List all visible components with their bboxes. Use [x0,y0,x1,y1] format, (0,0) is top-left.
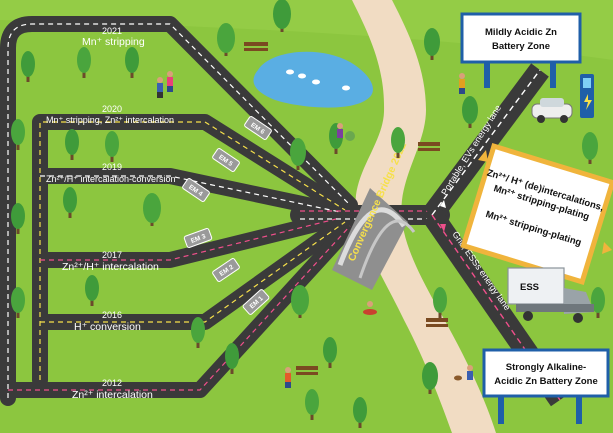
sign-mechanisms: Zn²⁺/ H⁺ (de)intercalations, Mn²⁺ stripp… [460,143,613,285]
road-label-2016: H⁺ conversion [74,321,141,333]
sign-strongly-alkaline: Strongly Alkaline- Acidic Zn Battery Zon… [482,348,610,424]
em-car: EM 2 [212,258,240,282]
em-car: EM 4 [182,178,210,202]
electric-car [531,98,573,123]
tree [217,23,235,56]
road-year-2021: 2021 [102,26,122,36]
tree [191,317,205,348]
tree [391,127,405,158]
walking-path [352,0,496,433]
bench [296,372,318,375]
road-label-2012: Zn²⁺ intercalation [72,389,153,401]
road-labels: 2021 Mn⁺ stripping 2020 Mn⁺ stripping, Z… [46,26,176,401]
bridge-arch [337,207,407,266]
sign-mildly-acidic: Mildly Acidic Zn Battery Zone [460,12,582,88]
sign-top-line2: Battery Zone [492,41,550,52]
road-year-2016: 2016 [102,310,122,320]
tree [424,28,440,60]
em-cars: EM 6 EM 5 EM 4 EM 3 EM 2 EM 1 [182,116,272,315]
bench [418,148,440,151]
tree [77,47,91,78]
em-car: EM 3 [183,227,213,249]
tree [11,203,25,234]
road-year-2017: 2017 [102,250,122,260]
road-year-2020: 2020 [102,104,122,114]
bench [426,318,448,322]
tree [305,389,319,420]
bench [296,366,318,370]
tree [63,187,77,218]
person-walker [285,367,291,388]
tree [290,138,306,170]
road-label-2021: Mn⁺ stripping [82,36,145,48]
svg-text:EM 3: EM 3 [190,233,207,245]
road-year-2019: 2019 [102,162,122,172]
tree [65,129,79,160]
bench [418,142,440,146]
tree [143,193,161,226]
ess-truck: ESS [507,267,594,323]
road-label-2020: Mn⁺ stripping, Zn²⁺ intercalation [46,115,174,125]
tree [85,275,99,306]
tree [353,397,367,428]
lane-markings [7,23,440,398]
person-runner [167,71,173,92]
grass-patch [0,0,613,60]
em-car: EM 5 [212,148,240,172]
sign-bottom-line2: Acidic Zn Battery Zone [494,376,597,387]
swans [286,69,350,91]
road-label-2017: Zn²⁺/H⁺ intercalation [62,261,159,273]
tree [225,343,239,374]
tree [21,51,35,82]
bench [244,48,268,51]
pond [253,51,373,108]
bench [426,324,448,327]
tree [323,337,337,368]
tree [422,362,438,394]
charger-station [580,74,594,118]
tree [582,132,598,164]
tree [433,287,447,318]
tree [591,287,605,318]
sign-bottom-line1: Strongly Alkaline- [506,362,586,373]
tree [273,0,291,32]
tree [11,119,25,150]
tree [462,96,478,128]
benches [244,42,448,375]
road-label-2019: Zn²⁺/H⁺ intercalation-conversion [46,174,176,184]
sign-top-line1: Mildly Acidic Zn [485,27,557,38]
road-year-2012: 2012 [102,378,122,388]
tree [291,285,309,318]
person-walker [459,73,465,94]
bench [244,42,268,46]
people [157,71,473,388]
person-dog-walker [454,365,473,381]
truck-label: ESS [520,282,539,293]
right-lane-dashes [431,69,561,401]
tree [105,131,119,162]
bridge-arch-back [358,219,416,279]
tree [125,47,139,78]
em-car: EM 6 [244,116,272,140]
lane-arrows [440,200,446,232]
person-stroller [337,123,355,141]
lightning-icon [584,94,592,110]
person-runner [157,77,163,98]
person-sitting [363,301,377,315]
sign-arrow-right-icon [602,242,612,254]
tree [11,287,25,318]
sign-arrow-left-icon [478,150,488,162]
